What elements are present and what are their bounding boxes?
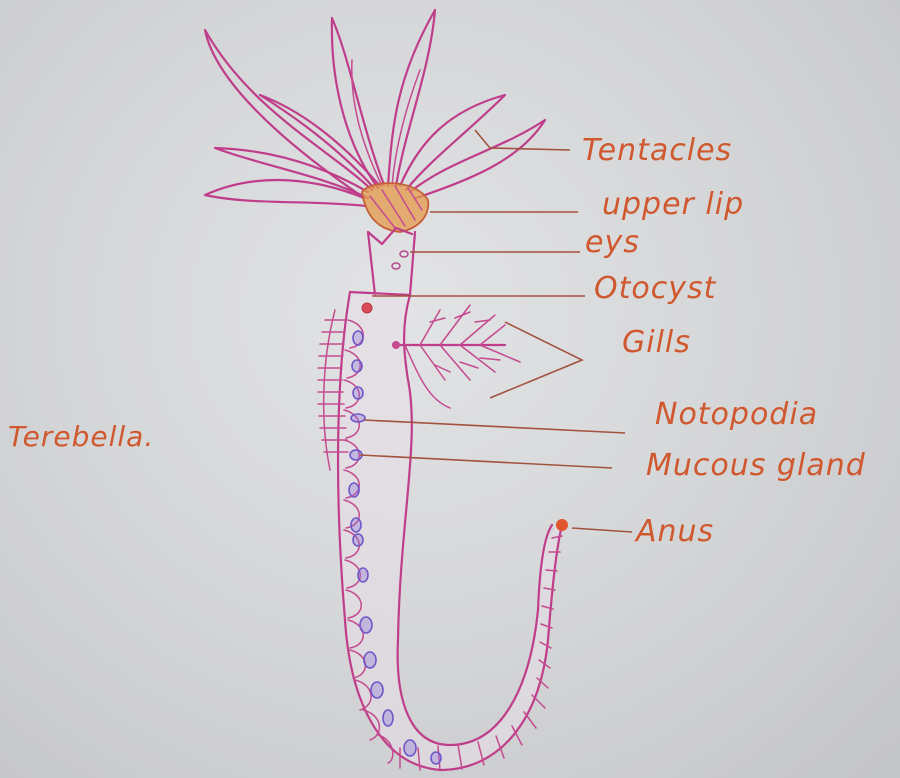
label-tentacles: Tentacles [582, 133, 732, 168]
label-gills: Gills [622, 325, 691, 360]
label-notopodia: Notopodia [655, 397, 818, 432]
gills [392, 305, 520, 408]
label-anus: Anus [634, 514, 714, 549]
diagram-title: Terebella. [8, 420, 154, 453]
label-otocyst: Otocyst [594, 271, 717, 306]
eye-2 [392, 263, 400, 269]
label-eyes: eys [585, 225, 640, 260]
label-mucous-gland: Mucous gland [646, 448, 866, 483]
head [368, 228, 415, 295]
upper-lip [362, 183, 428, 232]
otocyst-dot [362, 303, 372, 313]
anus-dot [556, 519, 568, 531]
eye-1 [400, 251, 408, 257]
label-upper-lip: upper lip [602, 187, 744, 222]
tentacles [205, 10, 545, 206]
